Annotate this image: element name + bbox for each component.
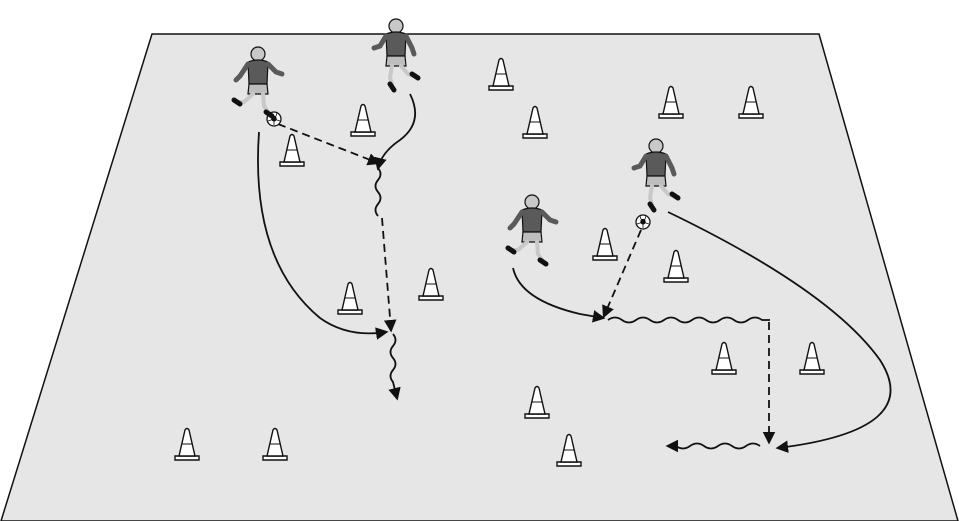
pitch bbox=[1, 34, 958, 521]
ball bbox=[636, 215, 650, 229]
